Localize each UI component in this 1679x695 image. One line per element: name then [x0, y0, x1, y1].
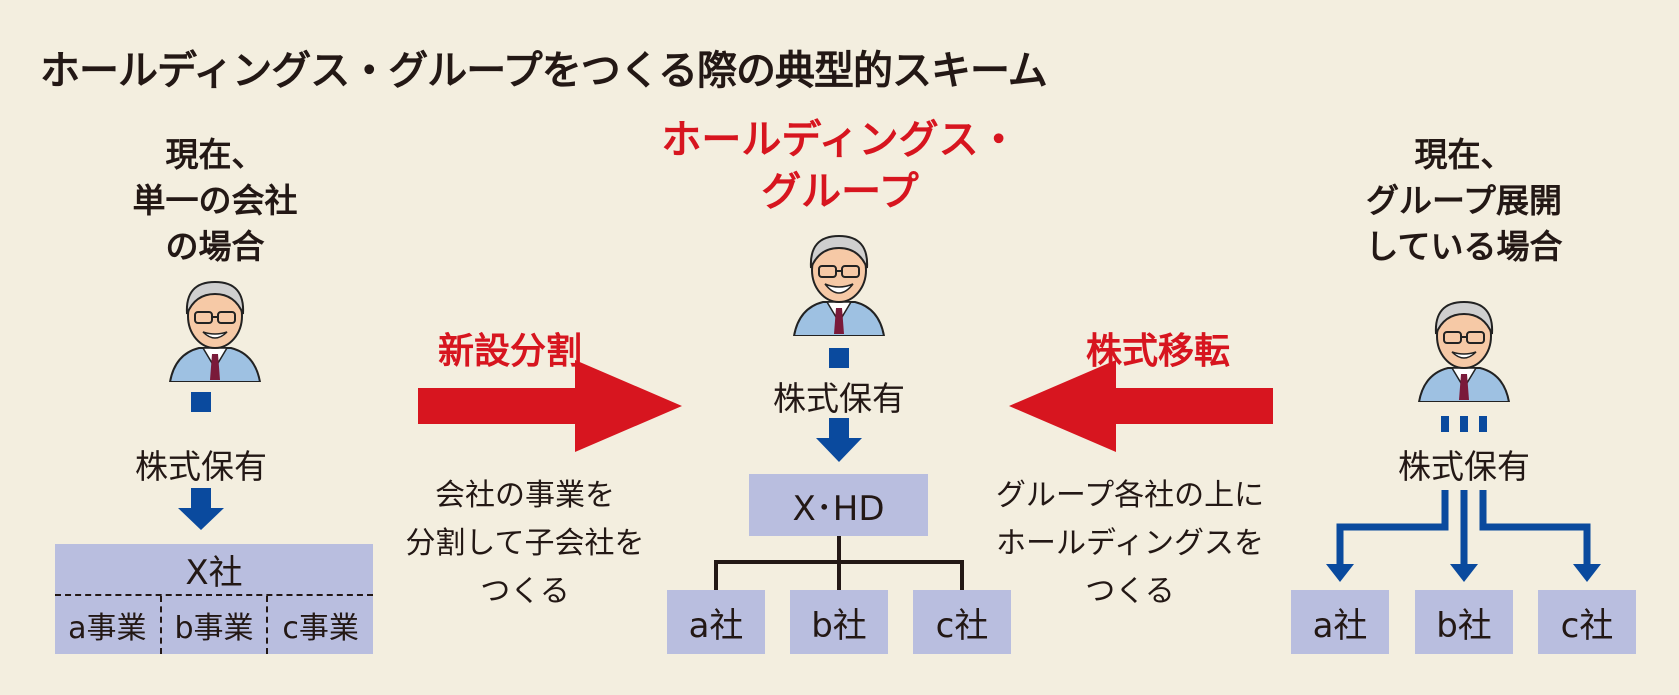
ownership-marker — [191, 392, 211, 412]
arrow-label-share-transfer: 株式移転 — [1086, 331, 1231, 372]
arrow-description: グループ各社の上に ホールディングスを つくる — [965, 472, 1295, 616]
center-heading-line: ホールディングス・ — [661, 117, 1019, 163]
down-arrow-icon — [178, 508, 224, 530]
branch-arrow-heads — [1326, 564, 1601, 582]
left-heading-line: の場合 — [165, 227, 265, 266]
holding-company-box: X･HD — [749, 474, 928, 536]
center-heading-line: グループ — [761, 169, 919, 215]
page-title: ホールディングス・グループをつくる際の典型的スキーム — [40, 48, 1048, 94]
branch-arrow-lines — [1336, 490, 1591, 566]
down-arrow-shaft — [829, 418, 849, 440]
org-tree-lines — [714, 536, 964, 590]
arrow-description-line: つくる — [480, 574, 570, 609]
arrow-label-split: 新設分割 — [438, 331, 583, 372]
company-name: X社 — [185, 552, 243, 593]
businessman-icon — [1417, 300, 1511, 402]
division-item: b事業 — [162, 596, 269, 654]
ownership-label: 株式保有 — [773, 379, 905, 418]
division-item: c事業 — [282, 611, 359, 646]
right-heading-line: している場合 — [1365, 227, 1563, 266]
arrow-description-line: グループ各社の上に — [995, 478, 1265, 513]
right-heading: 現在、 グループ展開 している場合 — [1334, 132, 1594, 270]
right-heading-line: グループ展開 — [1365, 181, 1563, 220]
ownership-dashes — [1441, 416, 1487, 432]
ownership-label: 株式保有 — [1398, 447, 1530, 486]
left-heading-line: 単一の会社 — [132, 181, 298, 220]
ownership-label: 株式保有 — [135, 447, 267, 486]
ownership-marker — [829, 348, 849, 368]
left-heading-line: 現在、 — [165, 135, 265, 174]
arrow-description-line: ホールディングスを — [996, 526, 1264, 561]
right-arrow-icon — [418, 360, 682, 452]
right-heading-line: 現在、 — [1414, 135, 1514, 174]
subsidiary-box: c社 — [913, 590, 1011, 654]
left-arrow-icon — [1009, 360, 1273, 452]
arrow-description-line: つくる — [1085, 574, 1175, 609]
arrow-description: 会社の事業を 分割して子会社を つくる — [375, 472, 675, 616]
company-x-box: X社 a事業 b事業 c事業 — [55, 544, 373, 654]
group-company-box: a社 — [1291, 590, 1389, 654]
businessman-icon — [792, 234, 886, 336]
group-company-box: c社 — [1538, 590, 1636, 654]
division-row: a事業 b事業 c事業 — [55, 594, 373, 654]
down-arrow-shaft — [191, 488, 211, 510]
businessman-icon — [168, 280, 262, 382]
center-heading: ホールディングス・ グループ — [640, 114, 1040, 218]
arrow-description-line: 分割して子会社を — [405, 526, 645, 561]
down-arrow-icon — [816, 438, 862, 462]
division-item: a事業 — [55, 596, 162, 654]
arrow-description-line: 会社の事業を — [435, 478, 615, 513]
subsidiary-box: a社 — [667, 590, 765, 654]
subsidiary-box: b社 — [790, 590, 888, 654]
left-heading: 現在、 単一の会社 の場合 — [95, 132, 335, 270]
group-company-box: b社 — [1415, 590, 1513, 654]
